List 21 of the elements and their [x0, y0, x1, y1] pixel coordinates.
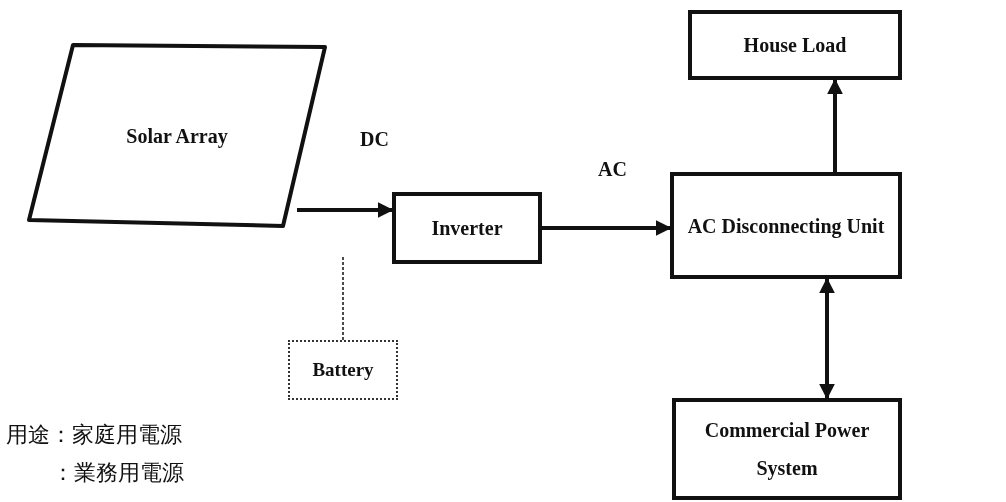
node-label: Solar Array: [126, 123, 228, 150]
arrow: [827, 78, 843, 172]
parallelogram-node: [27, 43, 327, 228]
node-label: AC Disconnecting Unit: [687, 213, 885, 240]
arrow: [819, 277, 835, 400]
usage-note: ：業務用電源: [52, 459, 184, 487]
node-label: House Load: [743, 33, 847, 58]
process-box: [688, 10, 902, 80]
current-type-label: DC: [360, 128, 389, 151]
node-label: Commercial Power System: [703, 418, 871, 482]
node-label: Inverter: [431, 216, 503, 241]
dotted-box: [288, 340, 398, 400]
dashed-connector: [342, 254, 344, 341]
arrow: [297, 202, 394, 218]
process-box: [392, 192, 542, 264]
node-label: Battery: [312, 357, 374, 382]
current-type-label: AC: [598, 158, 627, 181]
process-box: [672, 398, 902, 500]
usage-note: 用途：家庭用電源: [6, 421, 182, 449]
arrow: [542, 220, 672, 236]
process-box: [670, 172, 902, 279]
